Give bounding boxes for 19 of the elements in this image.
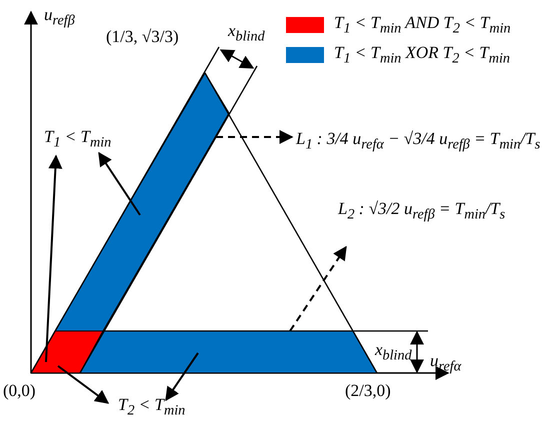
dimension-label: x$_{blind}$ xyxy=(228,22,265,45)
coordinate-label: (2/3,0) xyxy=(345,382,391,401)
dashed-arrow xyxy=(289,246,347,332)
dimension-label: x$_{blind}$ xyxy=(375,341,412,364)
arrow xyxy=(98,152,141,216)
formula-label: T$_{2}$ < T$_{min}$ xyxy=(118,396,186,419)
legend-text: T$_{1}$ < T$_{min}$ XOR T$_{2}$ < T$_{min}$ xyxy=(334,44,510,67)
coordinate-label: (1/3, √3/3) xyxy=(106,28,179,47)
axis-label: u$_{refβ}$ xyxy=(44,6,75,29)
dashed-arrow xyxy=(216,130,294,144)
formula-label: L$_{2}$ : √3/2 u$_{refβ}$ = T$_{min}$/T$_{s}$ xyxy=(338,200,506,223)
coordinate-label: (0,0) xyxy=(3,382,36,401)
corner-region xyxy=(30,330,104,374)
formula-label: T$_{1}$ < T$_{min}$ xyxy=(44,128,112,151)
legend-text: T$_{1}$ < T$_{min}$ AND T$_{2}$ < T$_{min}$ xyxy=(334,14,511,37)
formula-label: L$_{1}$ : 3/4 u$_{refα}$ − √3/4 u$_{refβ}$ = T$_{min}$/T$_{s}$ xyxy=(296,130,540,153)
arrow xyxy=(165,352,199,402)
arrow xyxy=(57,365,110,404)
arrow xyxy=(45,154,62,362)
